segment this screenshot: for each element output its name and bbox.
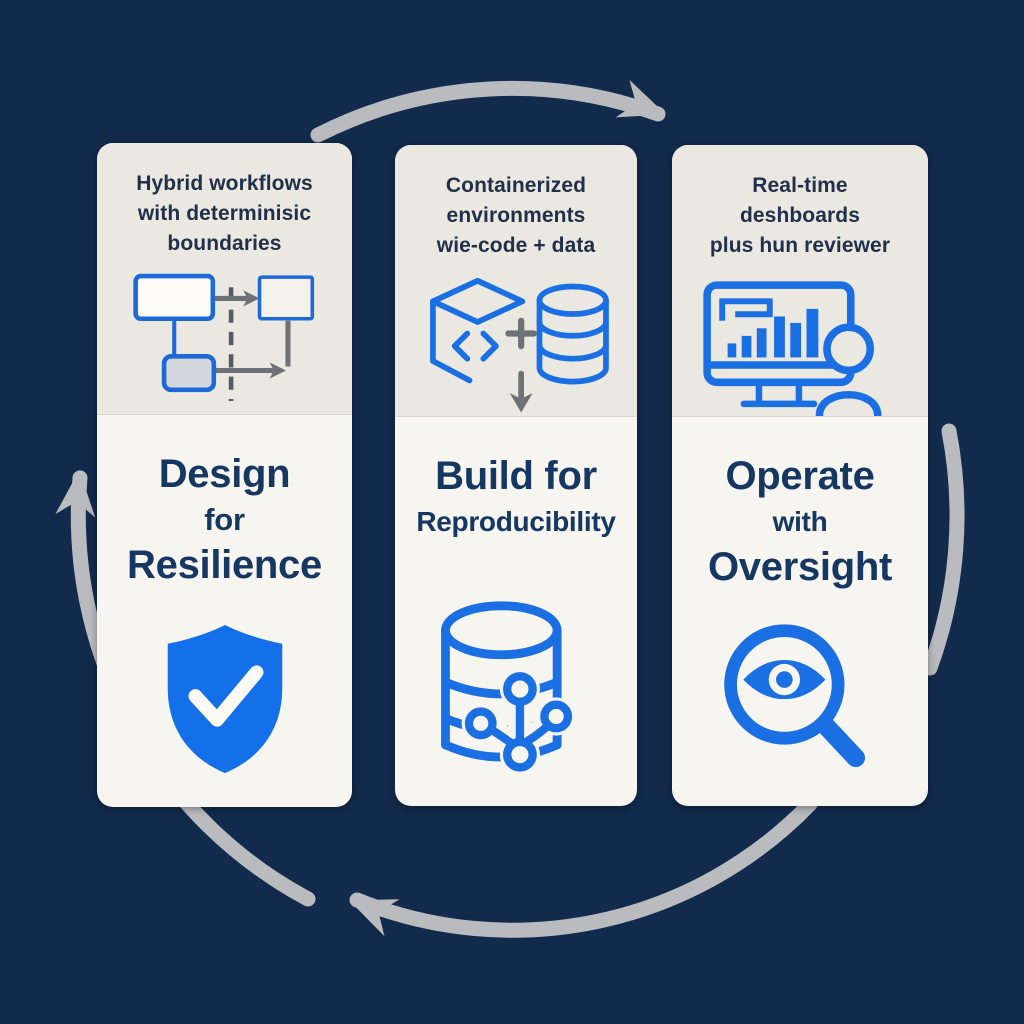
card3-title: Operate with Oversight [708,453,892,591]
title-line: Reproducibility [416,506,616,537]
subtitle-line: boundaries [167,232,282,255]
bar [741,335,752,358]
subtitle-line: environments [446,204,586,227]
dashboard-label-box [719,298,773,321]
card3-body: Operate with Oversight [672,417,928,806]
right-arc [922,423,965,676]
build-for-reproducibility-card: Containerized environments wie-code + da… [395,145,637,806]
subtitle-line: plus hun reviewer [709,234,891,257]
subtitle-line: deshboards [739,204,860,227]
title-line: Design [158,452,291,496]
shield-shape [167,624,282,774]
database-top [441,601,562,660]
subtitle-line: Containerized [445,174,587,197]
subtitle-line: wie-code + data [436,234,596,257]
code-bracket-right-icon [480,330,499,362]
process-box [132,273,215,322]
branch-node [464,707,497,740]
design-for-resilience-card: Hybrid workflows with determinisic bound… [97,143,352,807]
flow-arrowhead-icon [242,290,260,307]
bar [790,322,802,358]
magnifier-eye-icon [724,624,866,768]
title-line: with [772,506,828,537]
dashboard-reviewer-icon [703,281,882,416]
card3-header: Real-time deshboards plus hun reviewer [672,145,928,417]
bar [806,308,819,358]
branch-node [503,737,537,772]
title-line: Operate [725,454,875,498]
subtitle-line: Real-time [752,174,848,197]
card2-title: Build for Reproducibility [416,453,616,544]
title-line: Build for [435,454,597,498]
left-arrowhead-icon [55,470,96,518]
checkmark-icon [187,665,264,727]
card2-body: Build for Reproducibility [395,417,637,806]
card2-subtitle: Containerized environments wie-code + da… [437,171,595,261]
shield-check-icon [167,624,282,774]
code-bracket-left-icon [451,330,471,362]
cube-top-face [430,277,526,325]
eye-pupil [776,671,793,688]
card1-title: Design for Resilience [127,451,322,589]
branch-node [503,672,537,706]
top-arrowhead-icon [615,79,666,118]
process-box-right [257,275,314,321]
title-line: for [204,502,245,537]
operate-with-oversight-card: Real-time deshboards plus hun reviewer [672,145,928,806]
database-ring [536,342,609,362]
subtitle-line: Hybrid workflows [136,172,313,195]
title-line: Oversight [707,545,893,589]
branch-node [540,700,573,733]
bar [727,343,737,358]
database-ring [536,319,609,339]
bottom-arc [349,796,818,938]
process-box-shaded [161,354,216,393]
card1-subtitle: Hybrid workflows with determinisic bound… [136,169,313,259]
magnifier-ring [724,624,845,745]
top-arc [310,80,666,143]
bar [756,328,767,358]
cube-left-face [430,298,473,384]
database-body [536,297,609,385]
card1-header: Hybrid workflows with determinisic bound… [97,143,352,415]
database-top [536,283,609,317]
down-arrowhead-icon [509,393,533,413]
flowchart-icon [132,273,314,401]
magnifier-handle [817,717,866,768]
reviewer-shoulders [815,391,882,416]
title-line: Resilience [127,543,322,587]
subtitle-line: with determinisic [137,202,312,225]
cube-plus-database-icon [430,277,609,413]
card1-body: Design for Resilience [97,415,352,807]
card2-header: Containerized environments wie-code + da… [395,145,637,417]
flow-arrowhead-icon [269,362,286,379]
database-branch-icon [441,601,576,775]
bar [774,316,785,358]
reviewer-head [823,323,874,375]
card3-subtitle: Real-time deshboards plus hun reviewer [710,171,890,261]
bottom-arrowhead-icon [349,899,400,937]
